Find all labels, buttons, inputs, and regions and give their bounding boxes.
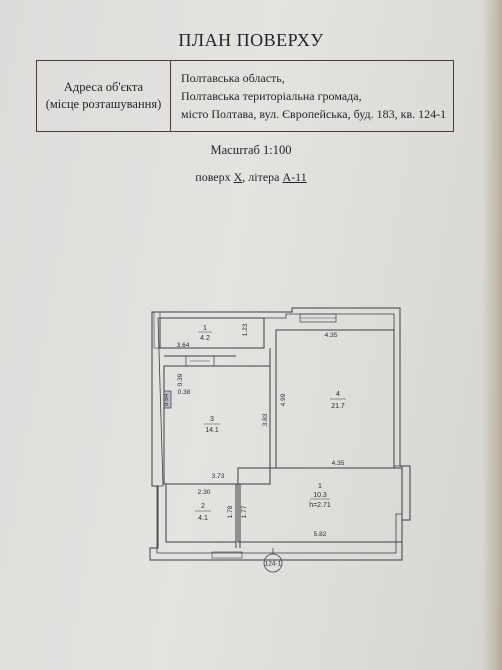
corridor-area: 10.3 (313, 492, 327, 499)
room-2-number: 2 (201, 503, 205, 510)
dim-0-38: 0.38 (178, 389, 191, 396)
floor-sep: , літера (242, 170, 283, 184)
dim-3-73: 3.73 (212, 473, 225, 480)
scale-text: Масштаб 1:100 (210, 143, 292, 157)
address-table: Адреса об'єкта (місце розташування) Полт… (36, 60, 454, 132)
dim-1-78: 1.78 (227, 505, 234, 518)
room-2-area: 4.1 (198, 515, 208, 522)
dim-vent: 0.64 (163, 393, 170, 406)
floor-line: поверх X, літера А-11 (0, 170, 502, 185)
room-4-area: 21.7 (331, 403, 345, 410)
address-label-note: (місце розташування) (45, 97, 162, 111)
window-bottom (211, 551, 243, 559)
room-3-number: 3 (210, 416, 214, 423)
dim-4-99: 4.99 (280, 393, 287, 406)
room-4-number: 4 (336, 391, 340, 398)
room-1-number: 1 (203, 325, 207, 332)
room-corridor-outline (237, 467, 403, 543)
sheet-shadow (482, 0, 502, 670)
room-3-area: 14.1 (205, 427, 219, 434)
address-label: Адреса об'єкта (63, 80, 144, 94)
room-1-area: 4.2 (200, 335, 210, 342)
corridor-height: h=2.71 (309, 502, 331, 509)
floor-letter: А-11 (282, 170, 307, 184)
dim-5-82: 5.82 (314, 531, 327, 538)
dim-4-35-bottom: 4.35 (332, 460, 345, 467)
dim-1-77: 1.77 (241, 505, 248, 518)
address-line-street: місто Полтава, вул. Європейська, буд. 18… (181, 107, 447, 121)
dim-4-35-top: 4.35 (325, 332, 338, 339)
balcony-notch (153, 311, 161, 349)
address-line-community: Полтавська територіальна громада, (181, 89, 362, 103)
corridor-number: 1 (318, 483, 322, 490)
page-title: ПЛАН ПОВЕРХУ (178, 30, 324, 50)
floor-number: X (233, 170, 243, 184)
dim-1-23: 1.23 (242, 323, 249, 336)
dim-3-83: 3.83 (262, 413, 269, 426)
address-value-cell: Полтавська область, Полтавська територіа… (181, 69, 451, 123)
ventilation-shaft (163, 390, 172, 409)
inner-wall (156, 313, 403, 554)
door-opening (185, 355, 215, 367)
dim-0-39: 0.39 (177, 373, 184, 386)
apartment-tag: 124-1 (265, 561, 282, 568)
floor-prefix: поверх (195, 170, 234, 184)
address-line-region: Полтавська область, (181, 71, 285, 85)
dim-3-64: 3.64 (177, 342, 190, 349)
address-label-cell: Адреса об'єкта (місце розташування) (37, 61, 171, 131)
dim-2-30: 2.30 (198, 489, 211, 496)
